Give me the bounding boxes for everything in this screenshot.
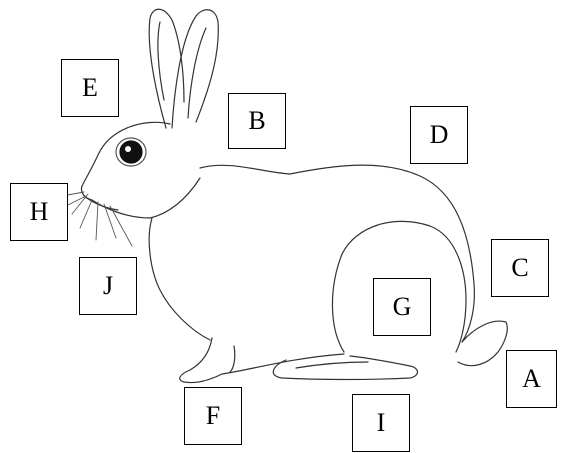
label-g: G <box>393 294 412 320</box>
label-box-j: J <box>79 257 137 315</box>
front-ear-inner <box>188 28 206 118</box>
label-box-e: E <box>61 59 119 117</box>
eye-icon <box>120 141 142 163</box>
hind-foot-line <box>296 362 368 368</box>
eye-highlight <box>125 146 131 152</box>
label-i: I <box>377 410 386 436</box>
back-ear-inner <box>158 22 164 100</box>
label-box-f: F <box>184 387 242 445</box>
back-outline <box>200 165 474 342</box>
head-outline <box>81 122 200 218</box>
label-box-h: H <box>10 183 68 241</box>
label-h: H <box>30 199 49 225</box>
whiskers <box>62 192 132 246</box>
label-box-i: I <box>352 394 410 452</box>
label-box-c: C <box>491 239 549 297</box>
label-box-d: D <box>410 106 468 164</box>
label-box-a: A <box>506 350 557 408</box>
front-ear <box>172 10 218 128</box>
label-e: E <box>82 75 98 101</box>
chest-outline <box>149 218 210 340</box>
front-leg-outline-2 <box>230 346 235 372</box>
label-j: J <box>103 273 113 299</box>
label-a: A <box>522 366 541 392</box>
label-d: D <box>430 122 449 148</box>
label-box-b: B <box>228 93 286 149</box>
tail-outline <box>458 321 507 366</box>
label-f: F <box>206 403 220 429</box>
front-leg-outline <box>180 338 222 383</box>
label-box-g: G <box>373 278 431 336</box>
hind-foot-outline <box>273 356 417 380</box>
label-b: B <box>248 108 265 134</box>
label-c: C <box>511 255 528 281</box>
